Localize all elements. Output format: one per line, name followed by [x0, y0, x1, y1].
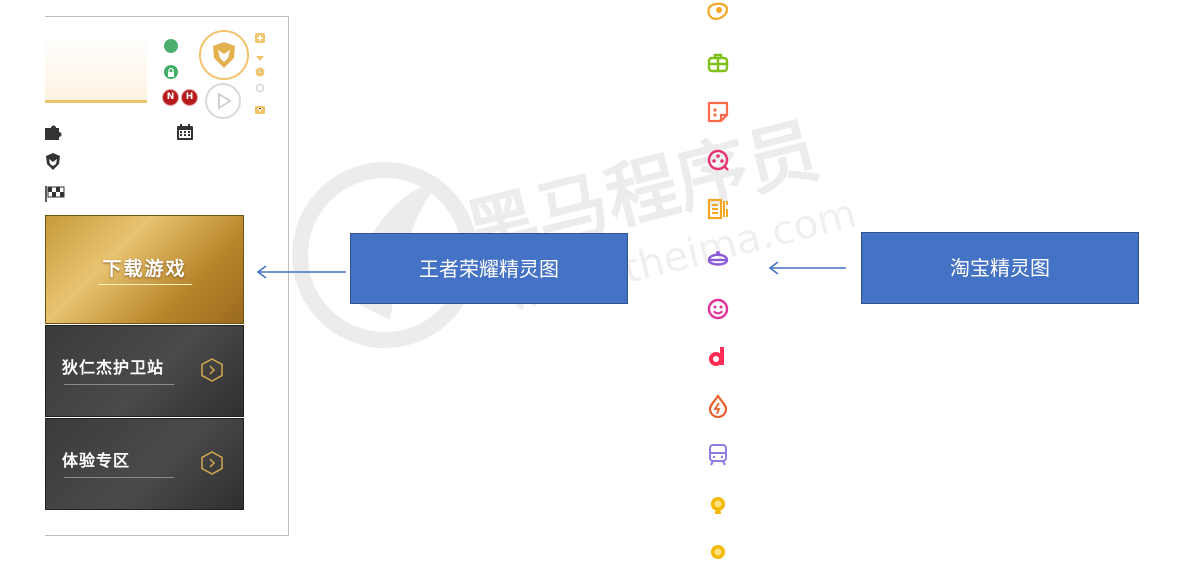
hot-badge: H — [182, 90, 197, 105]
bowl-icon — [707, 251, 729, 266]
decorative-line — [64, 384, 174, 385]
helmet-icon — [46, 153, 60, 170]
briefcase-icon — [707, 53, 729, 73]
checkered-flag-icon — [45, 186, 65, 202]
flame-drop-icon — [708, 394, 728, 418]
honor-of-kings-sprite-sheet: N H 下载游戏 狄仁杰护卫站 体验专区 — [45, 16, 289, 536]
new-badge: N — [163, 90, 178, 105]
smile-icon — [707, 298, 729, 320]
decorative-line — [64, 477, 174, 478]
ticket-icon — [255, 106, 265, 114]
taobao-sprite-callout: 淘宝精灵图 — [861, 232, 1139, 304]
watermark: 黑马程序员 TM www.itheima.com — [292, 80, 861, 348]
chevron-right-icon — [201, 358, 223, 382]
download-game-panel: 下载游戏 — [45, 215, 244, 324]
chevron-right-icon — [201, 451, 223, 475]
bulb-coin-icon — [711, 497, 725, 514]
guard-station-label: 狄仁杰护卫站 — [62, 358, 165, 377]
honor-of-kings-sprite-callout: 王者荣耀精灵图 — [350, 233, 628, 304]
left-arrow-icon — [256, 265, 346, 279]
top-card-strip — [45, 34, 147, 103]
fried-egg-icon — [707, 2, 729, 20]
guard-station-panel: 狄仁杰护卫站 — [45, 325, 244, 417]
play-icon — [205, 83, 241, 119]
clock-icon — [255, 67, 265, 77]
hero-logo-icon — [199, 30, 249, 80]
coin-icon — [711, 545, 725, 559]
caret-down-icon — [256, 56, 264, 61]
puzzle-icon — [45, 125, 62, 140]
plus-icon — [255, 33, 265, 43]
calendar-icon — [177, 124, 193, 140]
download-game-label: 下载游戏 — [102, 258, 187, 280]
experience-zone-label: 体验专区 — [62, 451, 131, 470]
film-reel-icon — [707, 149, 729, 171]
ticket-list-icon — [707, 198, 728, 220]
watermark-tm: TM — [790, 80, 818, 86]
green-status-icon — [164, 39, 178, 53]
left-arrow-icon — [768, 261, 846, 275]
d-brand-icon — [709, 347, 724, 366]
lock-icon — [164, 65, 178, 79]
experience-zone-panel: 体验专区 — [45, 418, 244, 510]
train-icon — [709, 444, 727, 466]
gear-icon — [255, 83, 265, 93]
decorative-line — [98, 284, 192, 285]
notes-icon — [707, 101, 729, 123]
